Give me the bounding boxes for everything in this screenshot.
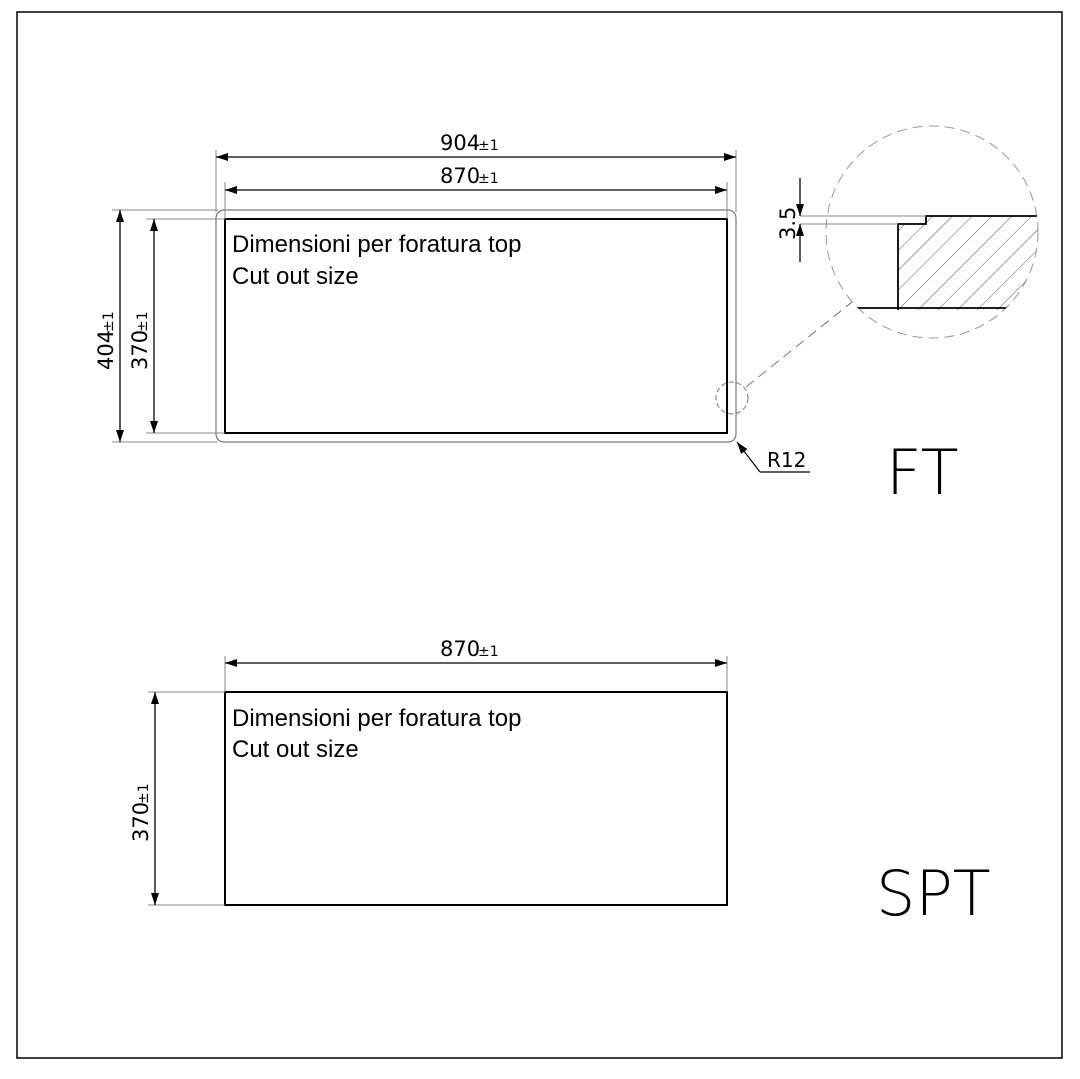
ft-detail-section [898, 216, 1038, 310]
ft-detail-view: 3.5 [776, 125, 1039, 339]
ft-outer-height-value: 404 [94, 330, 118, 370]
ft-radius-leader [736, 441, 761, 473]
spt-height-tolerance: ±1 [136, 783, 152, 804]
spt-label: SPT [876, 857, 991, 930]
ft-outer-width-value: 904 [440, 131, 480, 155]
ft-outer-height-tolerance: ±1 [101, 311, 117, 332]
ft-note-line-1: Dimensioni per foratura top [232, 231, 521, 258]
ft-inner-height-value: 370 [128, 330, 152, 370]
ft-detail-callout-circle [715, 381, 749, 415]
ft-inner-height-tolerance: ±1 [135, 311, 151, 332]
spt-view: 870 ±1 370 ±1 Dimensioni per foratura to… [129, 637, 991, 930]
ft-detail-step-value: 3.5 [776, 207, 800, 240]
spt-width-tolerance: ±1 [478, 644, 499, 660]
spt-note-line-2: Cut out size [232, 736, 359, 763]
ft-note-line-2: Cut out size [232, 263, 359, 290]
ft-outer-width-tolerance: ±1 [478, 138, 499, 154]
spt-cutout-outline [224, 691, 728, 906]
ft-inner-width-value: 870 [440, 164, 480, 188]
ft-radius-label: R12 [767, 448, 806, 472]
ft-cutout-outline [224, 218, 728, 434]
drawing-border [16, 11, 1063, 1059]
spt-note-line-1: Dimensioni per foratura top [232, 705, 521, 732]
spt-height-value: 370 [129, 802, 153, 842]
ft-detail-leader-line [745, 301, 853, 388]
ft-outer-outline [215, 209, 737, 443]
ft-inner-width-tolerance: ±1 [478, 171, 499, 187]
spt-width-value: 870 [440, 637, 480, 661]
ft-label: FT [886, 436, 958, 509]
ft-view: 904 ±1 870 ±1 404 ±1 370 ±1 Dimensioni p… [94, 125, 1039, 509]
